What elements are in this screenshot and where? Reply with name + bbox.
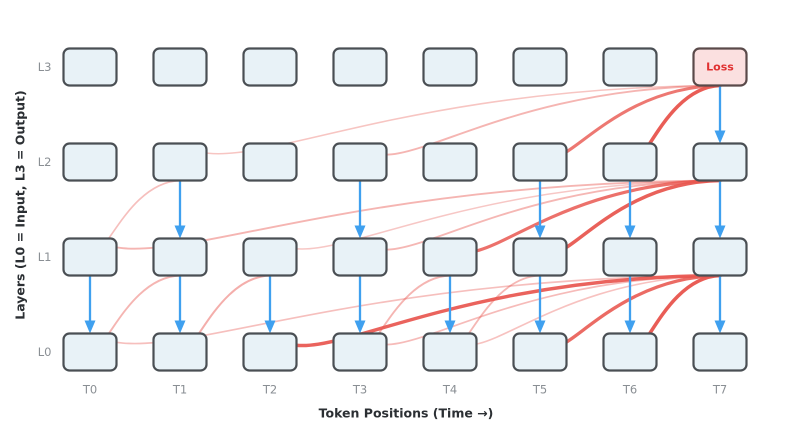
activation-node[interactable] <box>332 237 388 277</box>
forward-arrow <box>174 180 186 239</box>
y-axis-title: Layers (L0 = Input, L3 = Output) <box>13 90 28 320</box>
loss-node[interactable]: Loss <box>692 47 748 87</box>
forward-pass-edges <box>84 85 726 334</box>
x-axis-title: Token Positions (Time →) <box>319 406 494 421</box>
activation-node[interactable] <box>152 142 208 182</box>
layer-tick-label-l3: L3 <box>38 60 52 74</box>
activation-node[interactable] <box>512 237 568 277</box>
token-tick-label-t1: T1 <box>172 383 187 397</box>
loss-node-label: Loss <box>706 61 734 74</box>
token-tick-label-t0: T0 <box>82 383 97 397</box>
activation-node[interactable] <box>152 237 208 277</box>
node-grid: Loss <box>62 47 748 372</box>
forward-arrow <box>264 275 276 334</box>
backward-gradient-curve <box>450 274 721 346</box>
activation-node[interactable] <box>62 237 118 277</box>
activation-node[interactable] <box>422 237 478 277</box>
activation-node[interactable] <box>152 47 208 87</box>
activation-node[interactable] <box>422 142 478 182</box>
forward-arrow <box>174 275 186 334</box>
token-tick-label-t3: T3 <box>352 383 367 397</box>
forward-arrow <box>624 275 636 334</box>
forward-arrow <box>534 275 546 334</box>
activation-node[interactable] <box>692 332 748 372</box>
activation-node[interactable] <box>422 332 478 372</box>
activation-node[interactable] <box>242 142 298 182</box>
activation-node[interactable] <box>242 237 298 277</box>
forward-arrow <box>84 275 96 334</box>
token-tick-label-t4: T4 <box>442 383 457 397</box>
backward-pass-edges <box>89 83 722 351</box>
activation-node[interactable] <box>62 332 118 372</box>
activation-node[interactable] <box>512 142 568 182</box>
activation-node[interactable] <box>602 47 658 87</box>
forward-arrow <box>354 275 366 334</box>
forward-arrow <box>714 85 726 144</box>
activation-node[interactable] <box>602 142 658 182</box>
activation-node[interactable] <box>242 332 298 372</box>
token-tick-label-t6: T6 <box>622 383 637 397</box>
forward-arrow <box>534 180 546 239</box>
activation-node[interactable] <box>152 332 208 372</box>
activation-node[interactable] <box>512 332 568 372</box>
forward-arrow <box>444 275 456 334</box>
activation-node[interactable] <box>332 332 388 372</box>
forward-arrow <box>714 275 726 334</box>
backward-gradient-curve <box>450 178 722 254</box>
layer-tick-label-l2: L2 <box>38 155 52 169</box>
forward-arrow <box>714 180 726 239</box>
activation-node[interactable] <box>692 142 748 182</box>
activation-node[interactable] <box>602 332 658 372</box>
activation-node[interactable] <box>332 47 388 87</box>
activation-node[interactable] <box>62 47 118 87</box>
activation-node[interactable] <box>602 237 658 277</box>
activation-node[interactable] <box>422 47 478 87</box>
forward-arrow <box>354 180 366 239</box>
layer-tick-label-l1: L1 <box>38 250 52 264</box>
token-tick-label-t7: T7 <box>712 383 727 397</box>
token-tick-label-t2: T2 <box>262 383 277 397</box>
forward-arrow <box>624 180 636 239</box>
layer-tick-label-l0: L0 <box>38 345 52 359</box>
token-tick-label-t5: T5 <box>532 383 547 397</box>
activation-node[interactable] <box>242 47 298 87</box>
activation-node[interactable] <box>332 142 388 182</box>
activation-node[interactable] <box>692 237 748 277</box>
activation-node[interactable] <box>512 47 568 87</box>
activation-node[interactable] <box>62 142 118 182</box>
